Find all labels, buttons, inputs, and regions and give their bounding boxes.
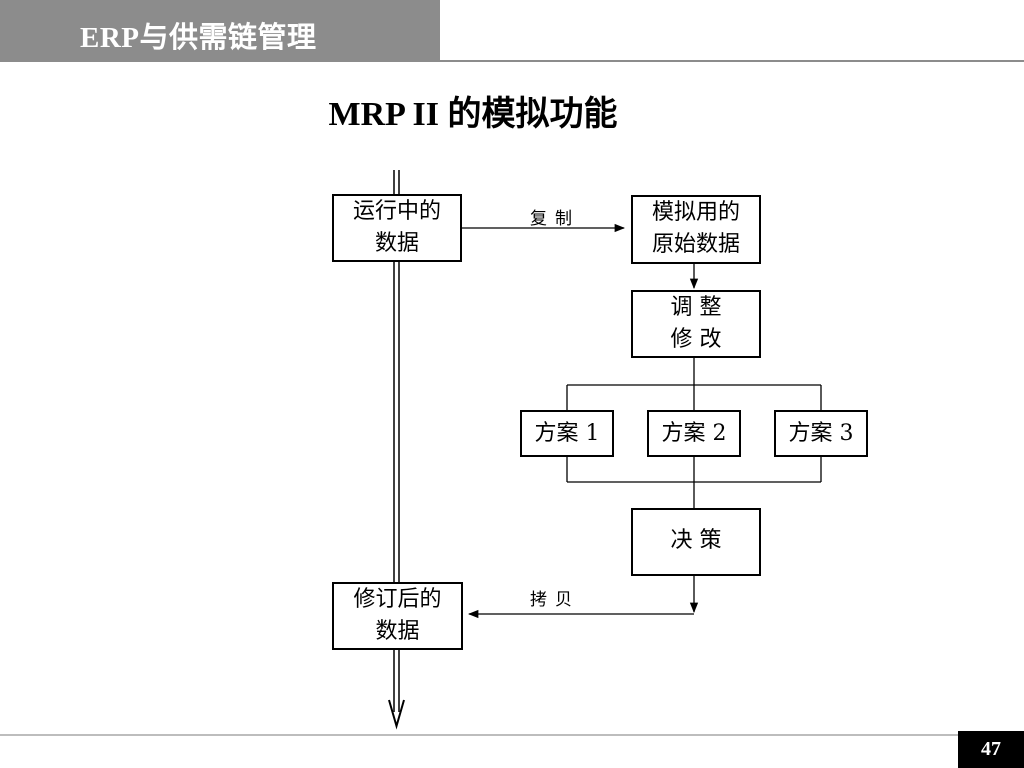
box-sim-original-line1: 模拟用的 [651, 200, 740, 225]
header-divider [440, 60, 1024, 62]
box-sim-original-line2: 原始数据 [651, 232, 740, 257]
box-adjust-line1: 调 整 [670, 295, 722, 320]
slide-title: MRP II 的模拟功能 [328, 96, 618, 133]
box-running-data-line2: 数据 [374, 231, 419, 256]
box-adjust-modify: 调 整 修 改 [631, 290, 761, 358]
header-title: ERP与供需链管理 [80, 22, 317, 54]
box-running-data-line1: 运行中的 [352, 199, 441, 224]
box-revised-data-line2: 数据 [375, 619, 420, 644]
page-number-badge: 47 [958, 731, 1024, 768]
footer-divider [0, 734, 1024, 736]
transfer-label: 拷贝 [530, 590, 580, 610]
box-running-data: 运行中的 数据 [332, 194, 462, 262]
header-bar: ERP与供需链管理 [0, 0, 440, 62]
box-revised-data-line1: 修订后的 [353, 587, 442, 612]
box-plan-2: 方案 2 [647, 410, 741, 457]
box-plan-1: 方案 1 [520, 410, 614, 457]
box-decision: 决 策 [631, 508, 761, 576]
box-plan-2-label: 方案 2 [661, 421, 727, 446]
box-revised-data: 修订后的 数据 [332, 582, 463, 650]
box-decision-label: 决 策 [670, 528, 722, 553]
box-adjust-line2: 修 改 [670, 327, 722, 352]
box-sim-original-data: 模拟用的 原始数据 [631, 195, 761, 264]
box-plan-1-label: 方案 1 [534, 421, 600, 446]
copy-label: 复制 [530, 209, 580, 229]
main-flow-arrowhead [388, 699, 405, 730]
box-plan-3-label: 方案 3 [788, 421, 854, 446]
box-plan-3: 方案 3 [774, 410, 868, 457]
